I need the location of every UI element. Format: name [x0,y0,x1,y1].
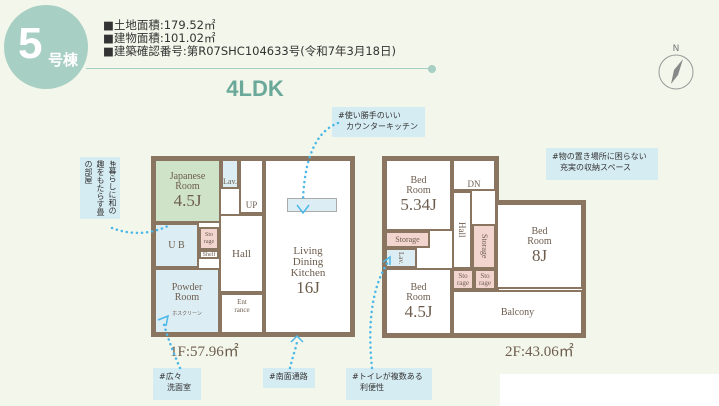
note-toilet: #トイレが複数ある利便性 [346,368,432,400]
clothes-pole-label: ホスクリーン [172,311,202,317]
stairs-up: UP [239,159,264,214]
unit-bath: U B [154,223,199,268]
floor1-area: 1F:57.96㎡ [170,344,239,360]
kitchen-counter [287,198,337,212]
note-storage: #物の置き場所に困らない充実の収納スペース [546,148,658,180]
compass-label: N [673,44,680,54]
stairs-down: DN [452,159,496,191]
note-south-path: #南面通路 [263,368,315,388]
shelf: Shelf [199,250,219,259]
blank-panel [500,374,719,406]
building-area: ■建物面積:101.02㎡ [103,31,216,45]
building-number-badge: 5 号棟 [4,5,88,89]
storage-2f-2: Storage [472,224,496,269]
floor2-area: 2F:43.06㎡ [505,344,574,360]
land-area: ■土地面積:179.52㎡ [103,18,216,32]
note-kitchen: #使い勝手のいいカウンターキッチン [332,107,425,137]
storage-2f-1: Storage [385,231,430,248]
lavatory-2f: Lav. [385,248,417,268]
building-number: 5 [18,19,43,68]
note-tatami: #暮らしに和の趣をもたらす畳の部屋 [80,157,120,219]
hall-2f: Hall [452,191,472,269]
lavatory-1f: Lav. [221,159,239,189]
confirmation-number: ■建築確認番号:第R07SHC104633号(令和7年3月18日) [103,44,396,58]
note-washroom: #広々洗面室 [153,368,201,400]
layout-type: 4LDK [226,76,284,101]
hall-1f: Hall [219,214,264,293]
compass-icon: N [658,44,694,90]
building-suffix: 号棟 [48,51,79,69]
divider-dot [428,65,436,73]
divider [86,68,432,69]
balcony: Balcony [452,290,583,335]
